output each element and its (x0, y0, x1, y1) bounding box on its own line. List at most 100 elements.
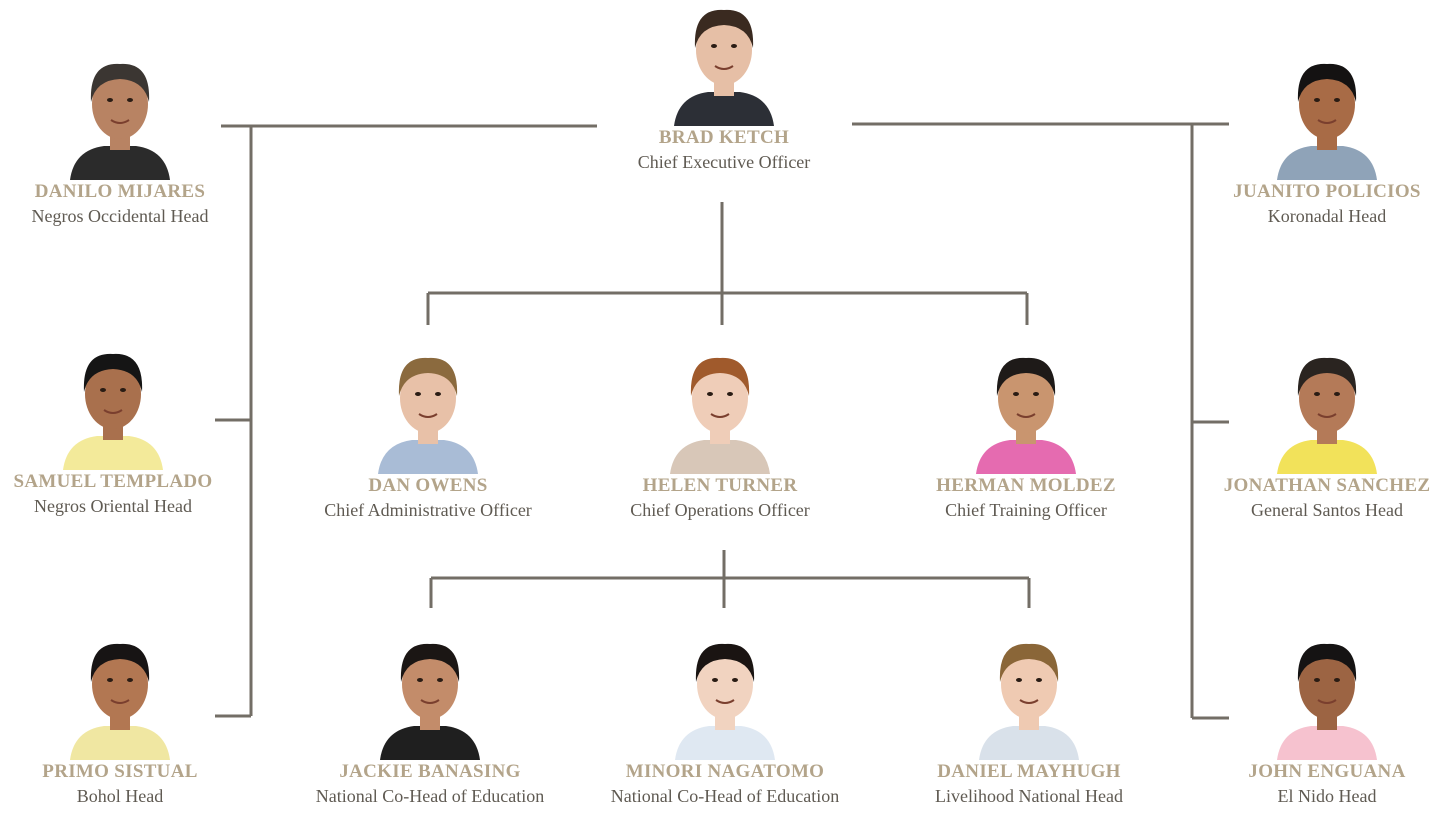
hair-shape (999, 643, 1059, 682)
portrait-ceo (674, 9, 774, 126)
mouth-shape (710, 413, 730, 418)
shoulders-shape (1277, 726, 1377, 760)
shoulders-shape (70, 726, 170, 760)
person-card-negros-occidental: DANILO MIJARES Negros Occidental Head (0, 58, 270, 228)
person-role: General Santos Head (1251, 500, 1403, 520)
hair-shape (695, 643, 755, 682)
person-name: SAMUEL TEMPLADO (13, 471, 213, 492)
portrait-education-cohead-1 (380, 643, 480, 760)
right-eye-shape (435, 392, 441, 396)
face-shape (696, 15, 752, 85)
left-eye-shape (1314, 678, 1320, 682)
mouth-shape (715, 699, 735, 704)
person-card-ceo: BRAD KETCH Chief Executive Officer (574, 6, 874, 174)
person-role: Livelihood National Head (935, 786, 1123, 806)
portrait-el-nido (1277, 643, 1377, 760)
person-role: Negros Oriental Head (34, 496, 192, 516)
person-card-cao: DAN OWENS Chief Administrative Officer (278, 350, 578, 522)
mouth-shape (110, 699, 130, 704)
portrait-general-santos (1277, 357, 1377, 474)
person-role: Chief Administrative Officer (324, 500, 532, 520)
right-eye-shape (1334, 98, 1340, 102)
person-name: DANILO MIJARES (34, 181, 206, 202)
person-role: Bohol Head (76, 786, 164, 806)
portrait-bohol (70, 643, 170, 760)
person-role: Koronadal Head (1267, 206, 1387, 226)
left-eye-shape (712, 678, 718, 682)
mouth-shape (714, 65, 734, 70)
left-eye-shape (107, 678, 113, 682)
hair-shape (83, 353, 143, 392)
shoulders-shape (378, 440, 478, 474)
person-role: National Co-Head of Education (315, 786, 545, 806)
person-card-livelihood: DANIEL MAYHUGH Livelihood National Head (879, 636, 1179, 808)
face-shape (1299, 363, 1355, 433)
hair-shape (694, 9, 754, 48)
hair-shape (1297, 357, 1357, 396)
portrait-negros-oriental (63, 353, 163, 470)
shoulders-shape (979, 726, 1079, 760)
face-shape (1001, 649, 1057, 719)
left-eye-shape (417, 678, 423, 682)
hair-shape (690, 357, 750, 396)
person-role: Negros Occidental Head (31, 206, 209, 226)
person-role: El Nido Head (1277, 786, 1377, 806)
mouth-shape (418, 413, 438, 418)
shoulders-shape (976, 440, 1076, 474)
right-eye-shape (127, 98, 133, 102)
shoulders-shape (675, 726, 775, 760)
face-shape (92, 69, 148, 139)
face-shape (697, 649, 753, 719)
person-name: DANIEL MAYHUGH (937, 761, 1121, 782)
left-eye-shape (1314, 98, 1320, 102)
right-eye-shape (1334, 392, 1340, 396)
hair-shape (1297, 63, 1357, 102)
person-card-cto: HERMAN MOLDEZ Chief Training Officer (876, 350, 1176, 522)
left-eye-shape (415, 392, 421, 396)
right-eye-shape (127, 678, 133, 682)
person-card-bohol: PRIMO SISTUAL Bohol Head (0, 636, 270, 808)
person-card-education-cohead-2: MINORI NAGATOMO National Co-Head of Educ… (575, 636, 875, 808)
mouth-shape (1317, 119, 1337, 124)
left-eye-shape (1016, 678, 1022, 682)
person-name: PRIMO SISTUAL (42, 761, 198, 782)
left-eye-shape (1314, 392, 1320, 396)
person-role: Chief Training Officer (945, 500, 1107, 520)
face-shape (692, 363, 748, 433)
shoulders-shape (1277, 440, 1377, 474)
mouth-shape (1317, 413, 1337, 418)
right-eye-shape (120, 388, 126, 392)
portrait-education-cohead-2 (675, 643, 775, 760)
person-name: JACKIE BANASING (339, 761, 521, 782)
shoulders-shape (380, 726, 480, 760)
portrait-koronadal (1277, 63, 1377, 180)
hair-shape (90, 643, 150, 682)
person-name: JUANITO POLICIOS (1233, 181, 1421, 202)
shoulders-shape (63, 436, 163, 470)
portrait-cto (976, 357, 1076, 474)
face-shape (998, 363, 1054, 433)
left-eye-shape (711, 44, 717, 48)
shoulders-shape (1277, 146, 1377, 180)
person-name: JOHN ENGUANA (1248, 761, 1406, 782)
person-role: National Co-Head of Education (610, 786, 840, 806)
face-shape (85, 359, 141, 429)
right-eye-shape (727, 392, 733, 396)
hair-shape (996, 357, 1056, 396)
mouth-shape (1019, 699, 1039, 704)
mouth-shape (110, 119, 130, 124)
hair-shape (1297, 643, 1357, 682)
left-eye-shape (1013, 392, 1019, 396)
person-role: Chief Executive Officer (637, 152, 811, 172)
mouth-shape (103, 409, 123, 414)
right-eye-shape (1036, 678, 1042, 682)
portrait-negros-occidental (70, 63, 170, 180)
person-name: JONATHAN SANCHEZ (1223, 475, 1431, 496)
right-eye-shape (731, 44, 737, 48)
portrait-coo (670, 357, 770, 474)
face-shape (1299, 69, 1355, 139)
mouth-shape (420, 699, 440, 704)
left-eye-shape (707, 392, 713, 396)
hair-shape (400, 643, 460, 682)
person-name: MINORI NAGATOMO (625, 761, 825, 782)
